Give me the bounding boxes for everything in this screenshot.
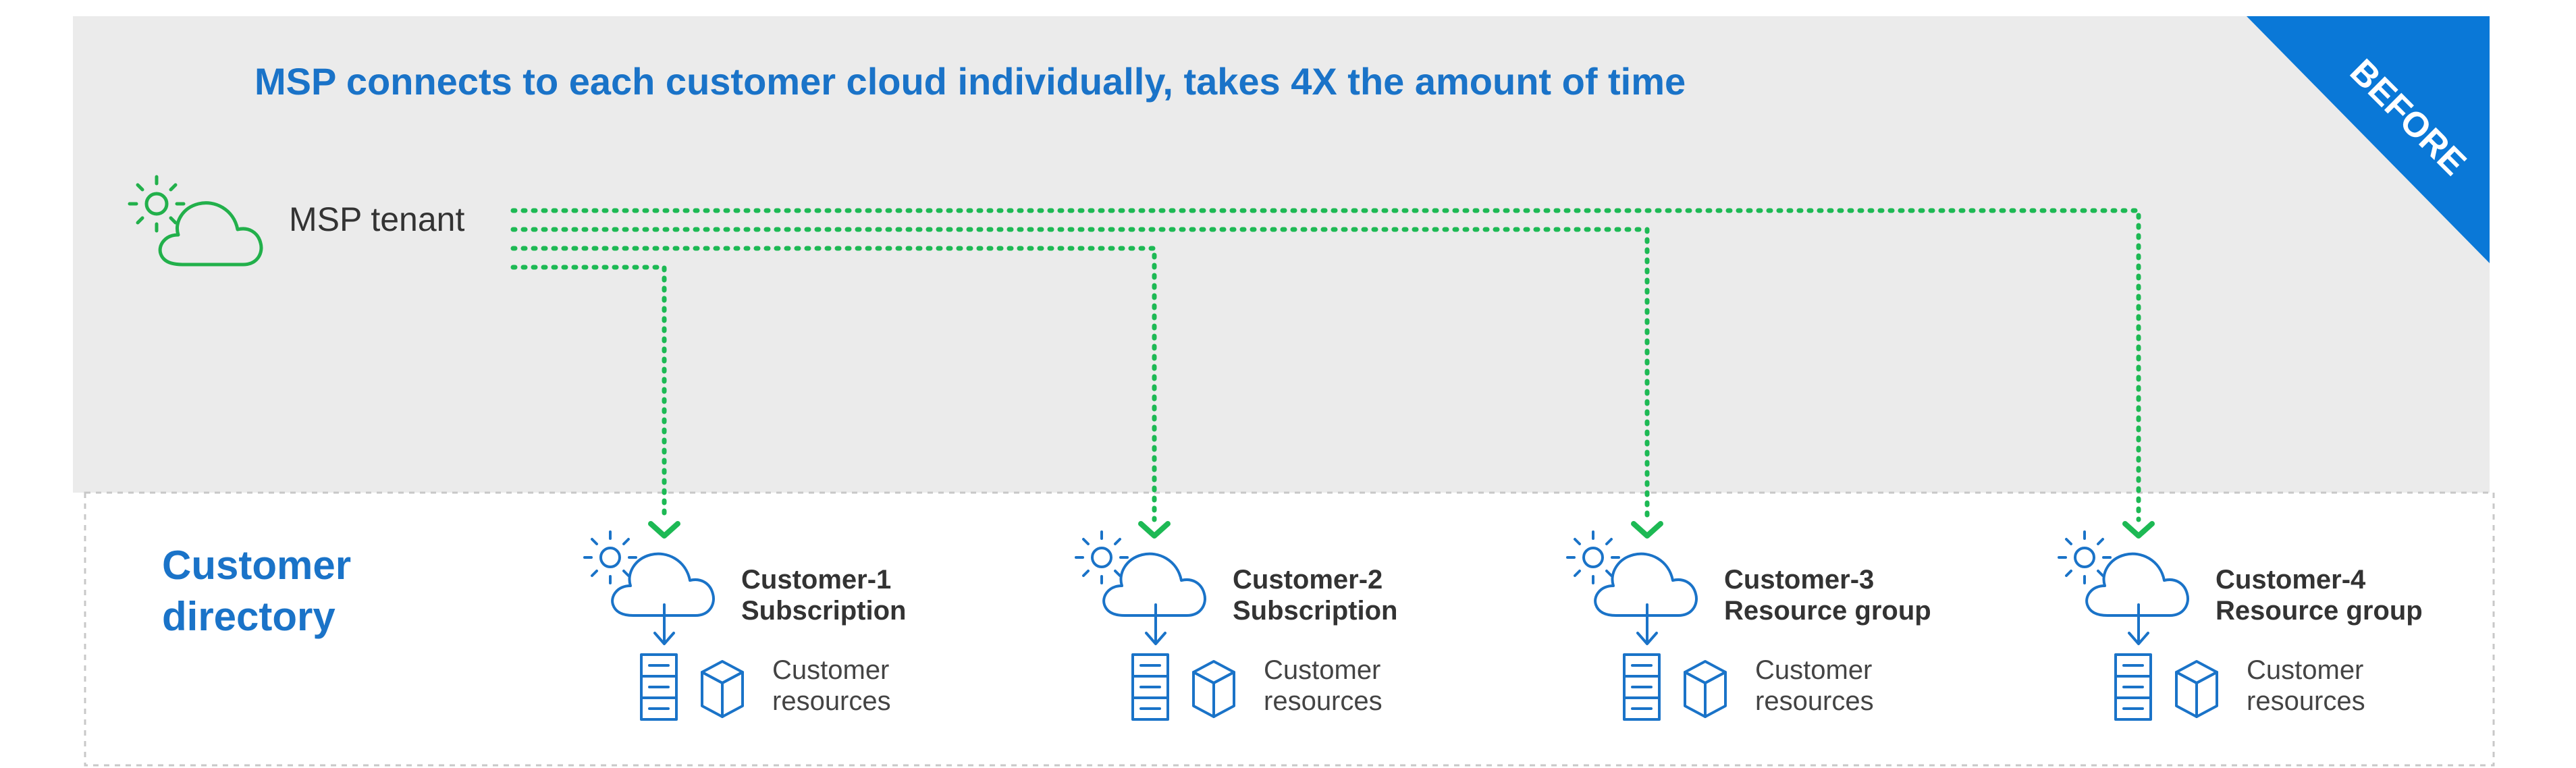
- customer-directory-line2: directory: [162, 594, 336, 639]
- customer-name: Customer-3 Resource group: [1724, 564, 1931, 626]
- customer-scope: Resource group: [1724, 596, 1931, 626]
- connector-customer-2: [510, 246, 1157, 522]
- customer-name: Customer-1 Subscription: [741, 564, 906, 626]
- customer-directory-label: Customer directory: [162, 540, 351, 642]
- resources-line1: Customer: [2247, 655, 2364, 685]
- resources-line2: resources: [772, 686, 891, 716]
- cloud-icon: [2085, 552, 2189, 617]
- cloud-icon: [611, 552, 715, 617]
- before-panel: [73, 16, 2490, 493]
- resources-line2: resources: [1264, 686, 1383, 716]
- resources-line2: resources: [1755, 686, 1874, 716]
- customer-resources-label: Customer resources: [1755, 655, 1874, 717]
- connector-customer-4: [510, 208, 2141, 522]
- chevron-down-icon: [2122, 521, 2155, 539]
- customer-scope: Subscription: [1233, 596, 1398, 626]
- customer-icons: [583, 530, 2218, 721]
- box-icon: [2175, 660, 2218, 718]
- connector-customer-1: [510, 265, 667, 522]
- cloud-icon: [158, 201, 263, 267]
- customer-name: Customer-2 Subscription: [1233, 564, 1397, 626]
- arrow-down-icon: [2128, 603, 2149, 645]
- arrow-down-icon: [1145, 603, 1166, 645]
- sun-icon: [583, 530, 637, 584]
- resources-line1: Customer: [772, 655, 890, 685]
- server-icon: [2114, 653, 2152, 721]
- msp-tenant-label: MSP tenant: [289, 200, 465, 238]
- customer-resources-label: Customer resources: [772, 655, 891, 717]
- customer-directory-line1: Customer: [162, 543, 352, 588]
- server-icon: [1131, 653, 1169, 721]
- customer-2-icons: [1075, 530, 1235, 721]
- server-icon: [1623, 653, 1661, 721]
- customer-directory-panel: [84, 491, 2495, 767]
- resources-line1: Customer: [1755, 655, 1873, 685]
- customer-title: Customer-1: [741, 565, 892, 595]
- msp-cloud-icon: [128, 175, 263, 267]
- chevron-down-icon: [648, 521, 680, 539]
- customer-title: Customer-3: [1724, 565, 1875, 595]
- box-icon: [1192, 660, 1235, 718]
- sun-icon: [2058, 530, 2112, 584]
- cloud-icon: [1594, 552, 1698, 617]
- server-icon: [640, 653, 678, 721]
- sun-icon: [1566, 530, 1620, 584]
- customer-name: Customer-4 Resource group: [2216, 564, 2423, 626]
- chevron-down-icon: [1631, 521, 1663, 539]
- customer-resources-label: Customer resources: [1264, 655, 1383, 717]
- customer-3-icons: [1566, 530, 1727, 721]
- connector-arrowheads: [648, 521, 2155, 539]
- customer-resources-label: Customer resources: [2247, 655, 2365, 717]
- arrow-down-icon: [653, 603, 675, 645]
- box-icon: [701, 660, 744, 718]
- page-title: MSP connects to each customer cloud indi…: [254, 60, 1686, 103]
- customer-scope: Subscription: [741, 596, 907, 626]
- box-icon: [1684, 660, 1727, 718]
- chevron-down-icon: [1138, 521, 1171, 539]
- customer-title: Customer-4: [2216, 565, 2366, 595]
- sun-icon: [128, 175, 186, 233]
- sun-icon: [1075, 530, 1129, 584]
- connector-lines: [510, 208, 2141, 522]
- resources-line2: resources: [2247, 686, 2365, 716]
- resources-line1: Customer: [1264, 655, 1381, 685]
- arrow-down-icon: [1636, 603, 1658, 645]
- connector-customer-3: [510, 227, 1650, 522]
- cloud-icon: [1102, 552, 1206, 617]
- customer-4-icons: [2058, 530, 2218, 721]
- customer-title: Customer-2: [1233, 565, 1383, 595]
- customer-1-icons: [583, 530, 744, 721]
- customer-scope: Resource group: [2216, 596, 2423, 626]
